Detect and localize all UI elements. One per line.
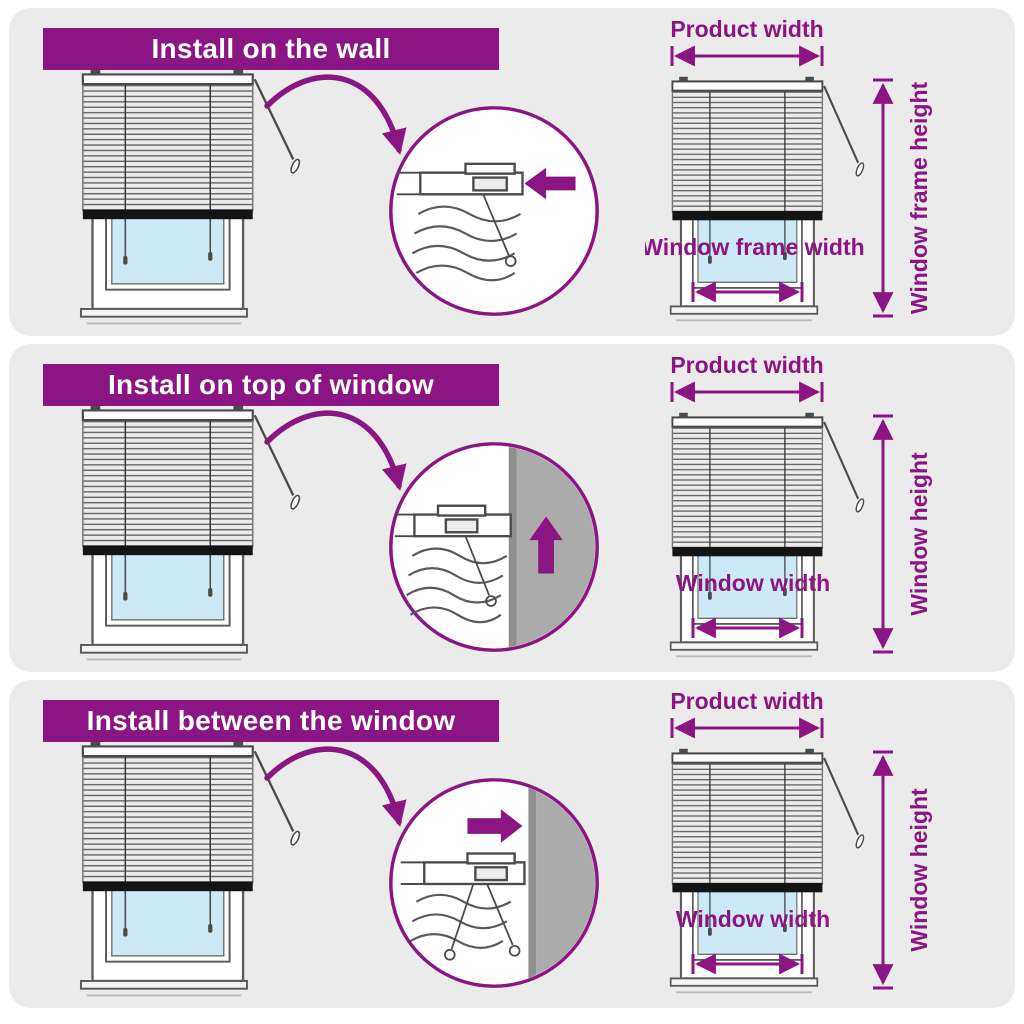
panel-install-on-top: Install on top of window Product width (9, 344, 1015, 672)
measurement-diagram: Product width Window frame height Window… (645, 16, 932, 322)
window-width-label: Window width (676, 906, 830, 932)
panel-title-banner: Install between the window (43, 700, 499, 742)
panel-title: Install on the wall (151, 33, 391, 64)
panel-title-banner: Install on top of window (43, 364, 499, 406)
measured-blind-drawing (669, 411, 865, 658)
bracket-detail-magnifier-between (381, 770, 607, 996)
height-label: Window height (906, 788, 932, 952)
measurement-diagram: Product width Window height Window width (669, 352, 932, 658)
bracket-detail-magnifier-top (381, 434, 607, 660)
height-dimension-arrow (872, 78, 894, 318)
product-width-dimension-arrow (670, 45, 824, 67)
height-label: Window frame height (906, 81, 932, 314)
product-width-label: Product width (670, 688, 823, 714)
window-width-dimension-arrow (691, 953, 804, 975)
panel-title: Install on top of window (107, 369, 435, 400)
panel-install-on-wall: Install on the wall Product width Wind (9, 8, 1015, 336)
height-label: Window height (906, 452, 932, 616)
window-width-dimension-arrow (691, 281, 804, 303)
height-dimension-arrow (872, 414, 894, 654)
window-width-label: Window frame width (645, 234, 865, 260)
measured-blind-drawing (669, 747, 865, 994)
panel-title: Install between the window (86, 705, 456, 736)
measured-blind-drawing (669, 75, 865, 322)
panel-title-banner: Install on the wall (43, 28, 499, 70)
bracket-detail-magnifier-wall (389, 106, 599, 316)
measurement-diagram: Product width Window height Window width (669, 688, 932, 994)
product-width-label: Product width (670, 352, 823, 378)
product-width-dimension-arrow (670, 381, 824, 403)
panel-install-between: Install between the window Product width (9, 680, 1015, 1008)
product-width-label: Product width (670, 16, 823, 42)
height-dimension-arrow (872, 750, 894, 990)
window-width-label: Window width (676, 570, 830, 596)
product-width-dimension-arrow (670, 717, 824, 739)
window-width-dimension-arrow (691, 617, 804, 639)
